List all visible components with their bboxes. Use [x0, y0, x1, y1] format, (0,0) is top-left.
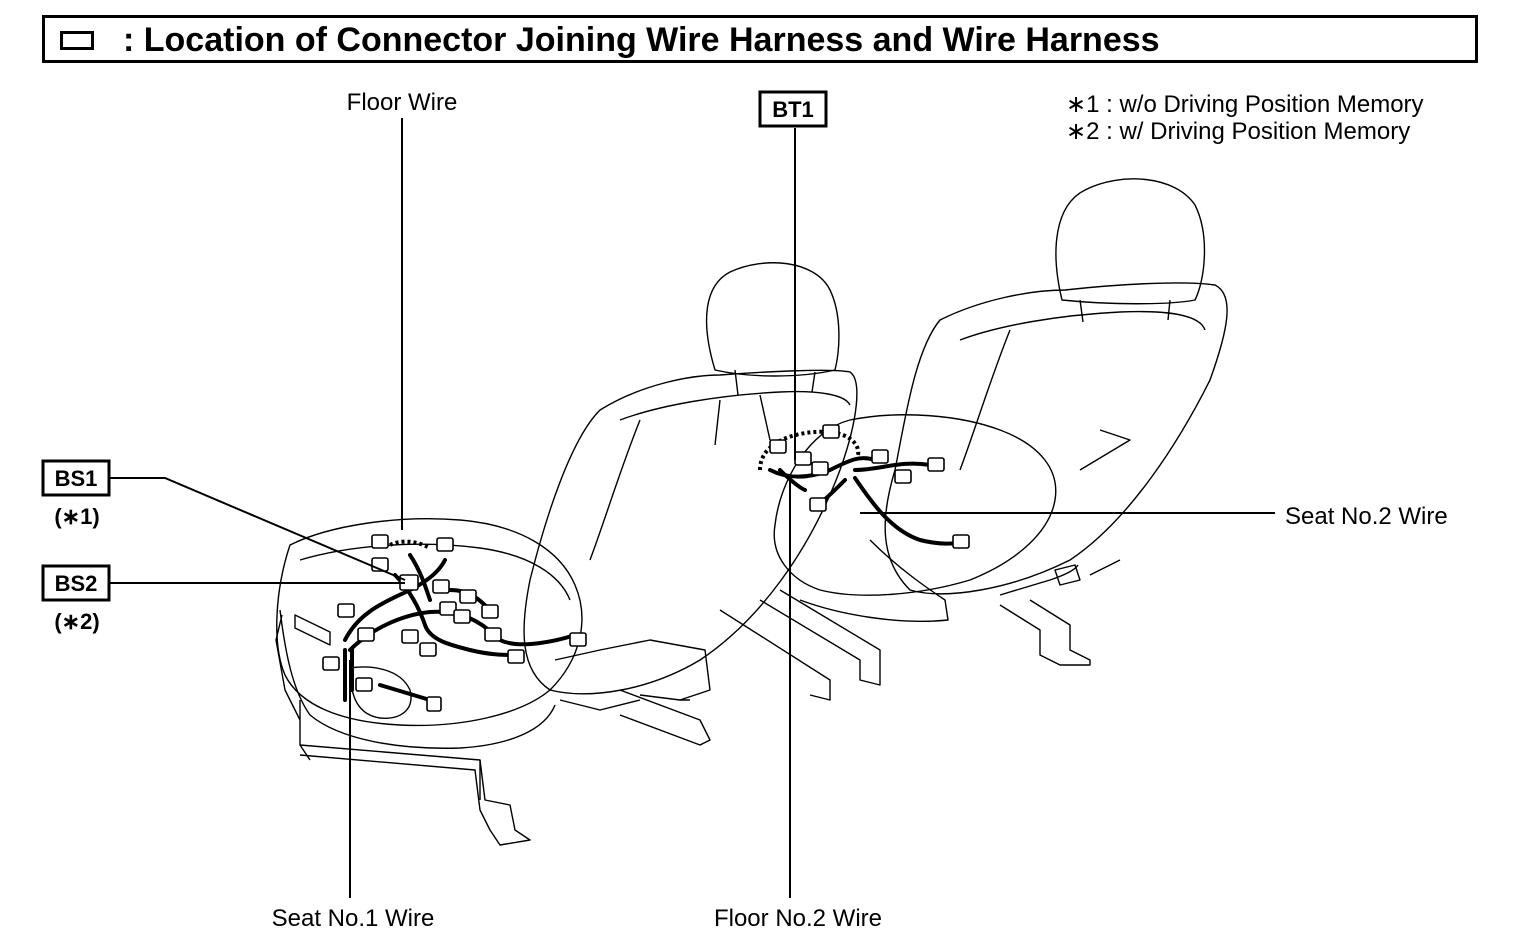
- title-bar: : Location of Connector Joining Wire Har…: [42, 15, 1478, 63]
- note-1: ∗1 : w/o Driving Position Memory: [1066, 91, 1424, 118]
- left-seat-drawing: [275, 262, 858, 846]
- bt1-code-box: BT1: [758, 90, 828, 128]
- floor-wire-label: Floor Wire: [347, 89, 458, 116]
- bs1-code-box: BS1 (∗1): [41, 459, 111, 529]
- seat-no2-connectors: [769, 424, 970, 549]
- bs2-note: (∗2): [54, 609, 99, 634]
- seat-no2-wire-label: Seat No.2 Wire: [1285, 503, 1448, 530]
- note-2: ∗2 : w/ Driving Position Memory: [1066, 118, 1410, 145]
- seat-no1-wire-label: Seat No.1 Wire: [272, 905, 435, 932]
- bs1-code: BS1: [55, 466, 98, 491]
- connector-box-icon: [60, 31, 94, 50]
- bt1-code: BT1: [772, 97, 814, 122]
- right-seat-drawing: [719, 178, 1228, 701]
- page-title: : Location of Connector Joining Wire Har…: [123, 21, 1160, 59]
- bs1-note: (∗1): [54, 504, 99, 529]
- leader-lines: [110, 118, 1275, 898]
- seat-no1-connectors: [322, 534, 587, 712]
- floor-no2-wire-label: Floor No.2 Wire: [714, 905, 882, 932]
- bs2-code-box: BS2 (∗2): [41, 564, 111, 634]
- bs2-code: BS2: [55, 571, 98, 596]
